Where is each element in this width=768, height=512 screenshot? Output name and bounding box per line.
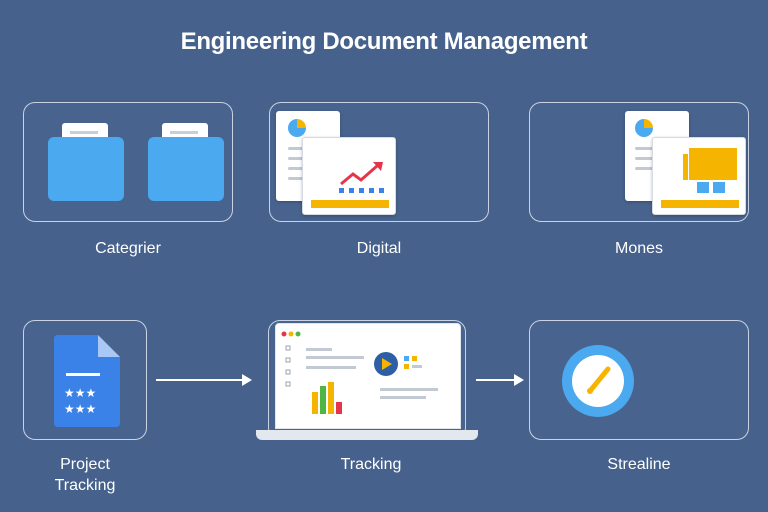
laptop-dashboard-icon [269, 321, 467, 441]
card-label: Project Tracking [54, 456, 116, 494]
card-label: Strealine [607, 456, 671, 473]
card-digital[interactable] [269, 102, 489, 222]
chart-document-icon [270, 103, 490, 223]
card-label: Tracking [340, 456, 402, 473]
arrow-right-icon [156, 374, 252, 386]
page-title: Engineering Document Management [180, 28, 588, 55]
chart-document-icon [530, 103, 750, 223]
folder-icon [48, 123, 124, 201]
card-label: Mones [614, 240, 664, 257]
card-mones[interactable] [529, 102, 749, 222]
svg-text:★★★: ★★★ [64, 386, 96, 400]
laptop-base [256, 430, 478, 440]
star-document-icon: ★★★ ★★★ [54, 335, 120, 427]
card-streamline[interactable] [529, 320, 749, 440]
folder-icon [148, 123, 224, 201]
card-project-tracking[interactable]: ★★★ ★★★ [23, 320, 147, 440]
card-label: Digital [356, 240, 402, 257]
dial-icon [562, 345, 634, 417]
svg-text:★★★: ★★★ [64, 402, 96, 416]
card-categories[interactable] [23, 102, 233, 222]
arrow-right-icon [476, 374, 524, 386]
card-label: Categrier [95, 240, 161, 257]
card-tracking[interactable] [268, 320, 466, 440]
